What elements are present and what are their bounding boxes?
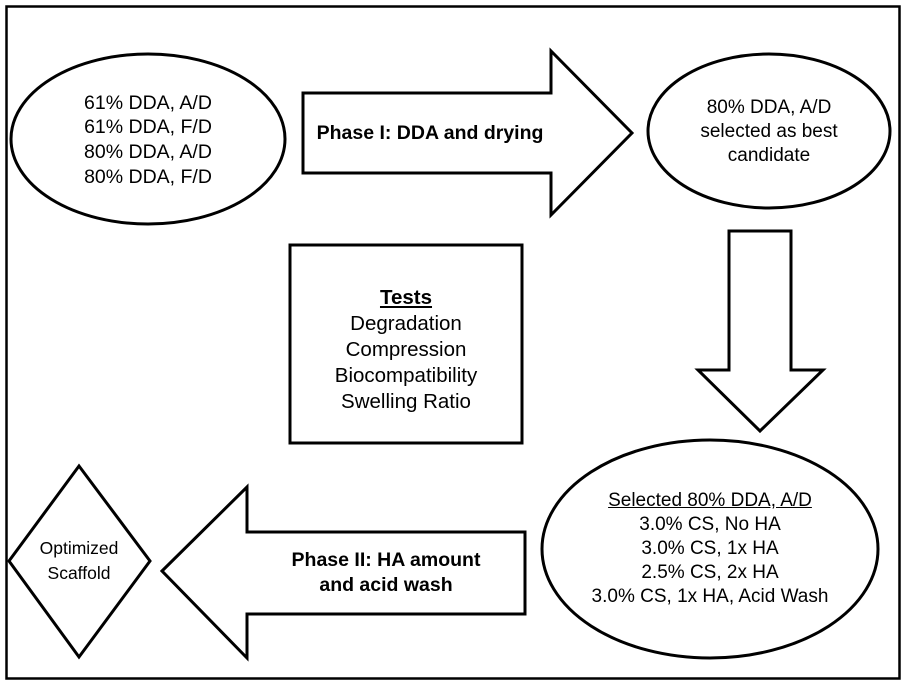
test-item: Swelling Ratio — [341, 390, 471, 414]
phase-two-line: 3.0% CS, 1x HA, Acid Wash — [591, 586, 829, 608]
phase-two-arrow-label: Phase II: HA amount and acid wash — [256, 542, 516, 604]
transition-down-arrow — [694, 229, 827, 434]
outcome-line: Optimized — [39, 537, 119, 558]
phase-two-line: 3.0% CS, No HA — [639, 513, 781, 535]
phase-two-formulations-text: Selected 80% DDA, A/D 3.0% CS, No HA 3.0… — [560, 479, 860, 619]
phase-two-line: 3.0% CS, 1x HA — [641, 537, 779, 559]
test-item: Compression — [345, 337, 467, 361]
test-item: Degradation — [350, 311, 462, 335]
formulation-line: 80% DDA, A/D — [84, 141, 212, 163]
phase-one-arrow-label: Phase I: DDA and drying — [310, 112, 550, 154]
formulation-line: 80% DDA, F/D — [84, 165, 212, 188]
result-line: selected as best — [700, 120, 838, 142]
phase-two-arrow — [159, 483, 527, 662]
final-outcome-text: Optimized Scaffold — [10, 530, 148, 592]
result-line: candidate — [727, 145, 811, 167]
phase-two-label-line2: and acid wash — [319, 574, 453, 596]
final-outcome-diamond — [7, 463, 152, 660]
phase-two-line: 2.5% CS, 2x HA — [641, 562, 779, 584]
tests-box — [288, 243, 524, 445]
phase-one-result-ellipse — [646, 52, 892, 210]
phase-one-label-text: Phase I: DDA and drying — [316, 121, 544, 144]
phase-one-arrow — [301, 47, 635, 219]
formulation-line: 61% DDA, F/D — [84, 116, 212, 139]
test-item: Biocompatibility — [334, 364, 478, 388]
phase-one-result-text: 80% DDA, A/D selected as best candidate — [664, 88, 874, 176]
initial-formulations-text: 61% DDA, A/D 61% DDA, F/D 80% DDA, A/D 8… — [30, 82, 266, 198]
formulation-line: 61% DDA, A/D — [84, 91, 212, 114]
phase-two-heading: Selected 80% DDA, A/D — [608, 489, 812, 511]
outcome-line: Scaffold — [47, 563, 111, 583]
tests-content: Tests Degradation Compression Biocompati… — [294, 285, 518, 414]
result-line: 80% DDA, A/D — [706, 96, 832, 118]
phase-two-formulations-ellipse — [540, 438, 880, 660]
figure-border — [5, 5, 901, 680]
phase-two-label-line1: Phase II: HA amount — [291, 549, 481, 572]
tests-heading: Tests — [379, 285, 433, 309]
initial-formulations-ellipse — [9, 52, 287, 226]
